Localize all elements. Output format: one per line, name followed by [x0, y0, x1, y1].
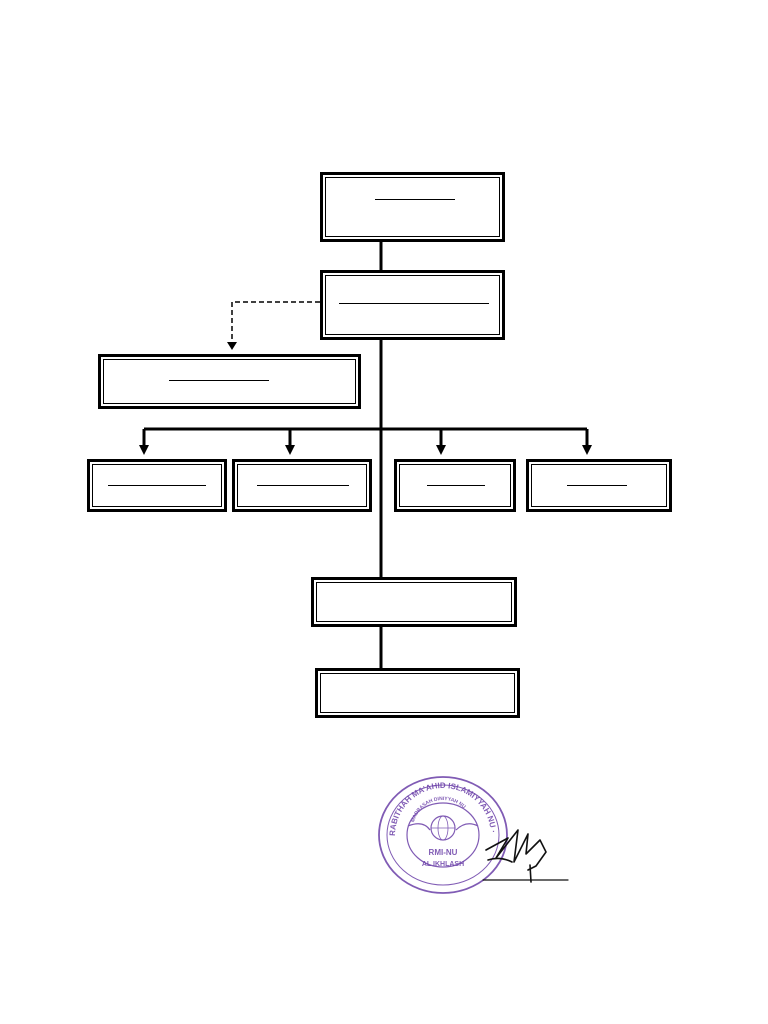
- org-box-top-title-line: [375, 199, 455, 200]
- org-box-dept-3-title-line: [427, 485, 485, 486]
- org-box-top: [320, 172, 505, 242]
- dashed-advisory-connector: [231, 301, 320, 344]
- org-box-dept-1: [87, 459, 227, 512]
- org-box-head: [320, 270, 505, 340]
- arrowhead-dept-2: [285, 445, 295, 455]
- org-box-dept-4-title-line: [567, 485, 627, 486]
- org-box-dept-2-title-line: [257, 485, 349, 486]
- org-box-advisor-title-line: [169, 380, 269, 381]
- institution-stamp: RABITHAH MA'AHID ISLAMIYYAH NU · MARGU ·…: [365, 763, 569, 894]
- handwritten-signature: [482, 829, 569, 883]
- arrowhead-dept-4: [582, 445, 592, 455]
- stamp-seal: [378, 776, 508, 894]
- stamp-center-text: RMI-NU: [429, 848, 458, 857]
- arrowhead-dept-3: [436, 445, 446, 455]
- arrowhead-dept-1: [139, 445, 149, 455]
- org-box-dept-2: [232, 459, 372, 512]
- org-box-lower-2: [315, 668, 520, 718]
- org-box-dept-1-title-line: [108, 485, 206, 486]
- org-box-lower-1: [311, 577, 517, 627]
- dashed-arrowhead: [227, 342, 237, 350]
- org-box-dept-4: [526, 459, 672, 512]
- org-box-advisor: [98, 354, 361, 409]
- org-box-dept-3: [394, 459, 516, 512]
- stamp-bottom-text: AL IKHLASH: [422, 861, 464, 868]
- org-box-head-title-line: [339, 303, 489, 304]
- stamp-signature-area: RABITHAH MA'AHID ISLAMIYYAH NU · MARGU ·…: [365, 763, 588, 895]
- stamp-inner-top-text: MADRASAH DINIYYAH NU: [410, 796, 467, 823]
